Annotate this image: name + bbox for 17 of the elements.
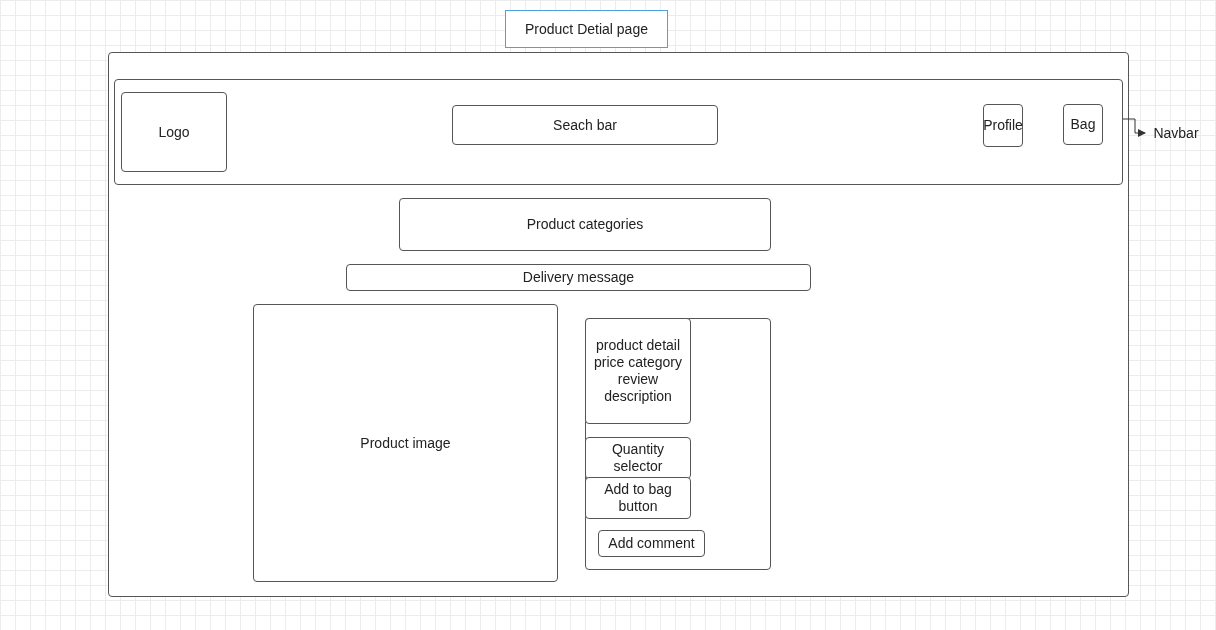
categories-bar: Product categories (399, 198, 771, 251)
arrow (1122, 118, 1146, 137)
page-title: Product Detial page (505, 10, 668, 48)
message-bar: Delivery message (346, 264, 811, 291)
annotation-label: Navbar (1146, 124, 1206, 142)
search-bar: Seach bar (452, 105, 718, 145)
profile-button: Profile (983, 104, 1023, 147)
content-section: Product image (253, 304, 558, 582)
add-to-bag-button: Add to bag button (585, 477, 691, 519)
text-block: product detail price category review description (585, 318, 691, 424)
bag-button: Bag (1063, 104, 1103, 145)
quantity-box: Quantity selector (585, 437, 691, 479)
details-panel (585, 318, 771, 570)
comment-button: Add comment (598, 530, 705, 557)
header-section: Logo (121, 92, 227, 172)
page-frame (108, 52, 1129, 597)
navbar-panel (114, 79, 1123, 185)
